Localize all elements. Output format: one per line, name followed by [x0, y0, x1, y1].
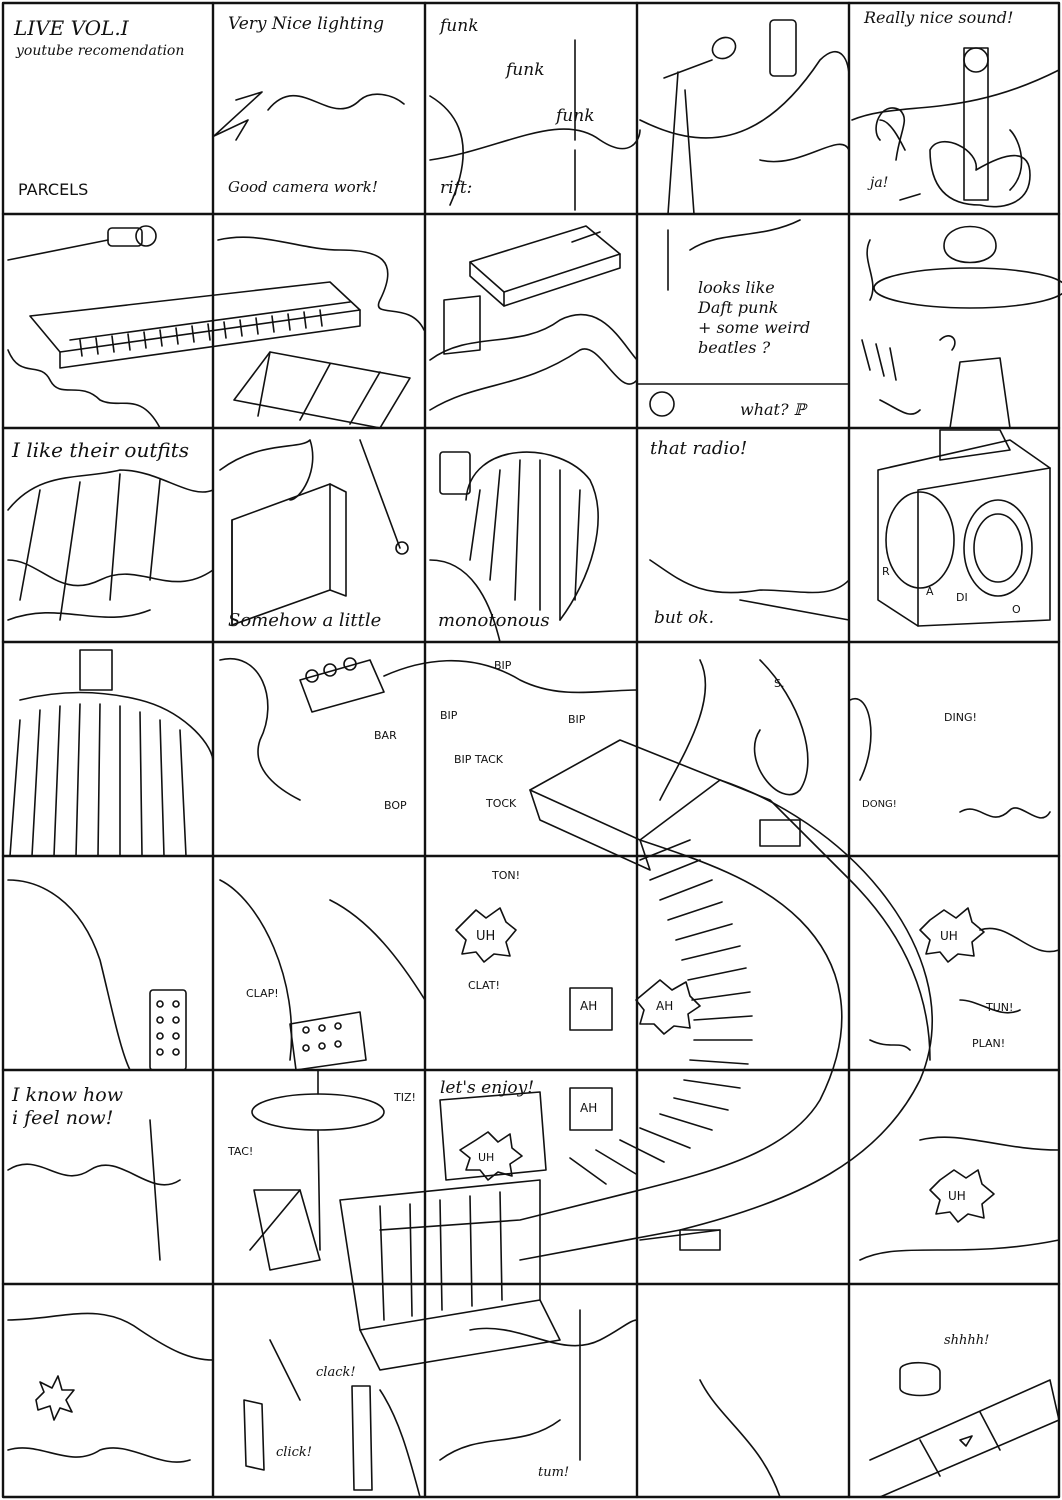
sfx-clack: clack!: [316, 1365, 356, 1380]
title-caption: LIVE VOL.I: [14, 16, 129, 40]
row1-sketches: [213, 19, 1060, 215]
radio-letter-a: A: [926, 585, 934, 598]
sound-caption: Really nice sound!: [864, 8, 1014, 27]
sfx-uh-1: UH: [476, 929, 496, 944]
monotonous-caption-1: Somehow a little: [228, 610, 382, 631]
row4-sketches: [9, 649, 1051, 1371]
sfx-plan: PLAN!: [972, 1037, 1006, 1050]
row2-sketches: [7, 219, 1062, 429]
sfx-bop: BOP: [384, 799, 407, 812]
camera-caption: Good camera work!: [228, 178, 378, 196]
daft-punk-caption: looks like Daft punk + some weird beatle…: [698, 278, 811, 357]
what-caption: what? ℙ: [740, 400, 806, 419]
funk-caption-2: funk: [506, 60, 545, 80]
rift-caption: rift:: [440, 178, 473, 198]
sfx-shhh: shhhh!: [944, 1333, 990, 1348]
sfx-uh-3: UH: [478, 1151, 495, 1164]
sfx-tiz: TIZ!: [394, 1091, 416, 1104]
sfx-ton: TON!: [492, 869, 521, 882]
sfx-bip-2: BIP: [440, 709, 458, 722]
sfx-bip-3: BIP: [568, 713, 586, 726]
radio-letter-di: DI: [956, 591, 968, 604]
sfx-clat: CLAT!: [468, 979, 500, 992]
sfx-clap: CLAP!: [246, 987, 279, 1000]
sfx-tun: TUN!: [986, 1001, 1014, 1014]
row3-sketches: [7, 429, 1051, 643]
row5-sketches: [7, 879, 1060, 1071]
funk-caption-3: funk: [556, 106, 595, 126]
radio-letter-r: R: [882, 565, 890, 578]
sfx-bip-1: BIP: [494, 659, 512, 672]
outfits-caption: I like their outfits: [12, 438, 190, 462]
sfx-ah-2: AH: [656, 999, 674, 1013]
row7-sketches: [7, 1309, 1060, 1498]
band-name-caption: PARCELS: [18, 180, 89, 199]
sfx-s: S.: [774, 677, 785, 690]
ja-caption: ja!: [870, 175, 889, 191]
sfx-dong: DONG!: [862, 799, 897, 810]
sfx-bar: BAR: [374, 729, 397, 742]
row6-sketches: [7, 1069, 1060, 1271]
sfx-tock: TOCK: [486, 797, 517, 810]
sfx-bip-tack: BIP TACK: [454, 753, 504, 766]
lighting-caption: Very Nice lighting: [228, 14, 385, 34]
monotonous-caption-2: monotonous: [438, 610, 550, 631]
sfx-tum: tum!: [538, 1465, 570, 1480]
enjoy-caption: let's enjoy!: [440, 1078, 535, 1098]
sfx-click: click!: [276, 1445, 312, 1460]
sfx-uh-4: UH: [948, 1189, 966, 1203]
feeling-caption: I know how i feel now!: [12, 1084, 123, 1129]
but-ok-caption: but ok.: [654, 608, 715, 628]
radio-letter-o: O: [1012, 603, 1021, 616]
sfx-ding: DING!: [944, 711, 977, 724]
funk-caption-1: funk: [440, 16, 479, 36]
sfx-uh-2: UH: [940, 929, 958, 943]
sfx-ah-1: AH: [580, 999, 598, 1013]
sfx-ah-3: AH: [580, 1101, 598, 1115]
subtitle-caption: youtube recomendation: [16, 43, 185, 59]
sfx-tac: TAC!: [228, 1145, 254, 1158]
radio-question-caption: that radio!: [650, 438, 748, 459]
